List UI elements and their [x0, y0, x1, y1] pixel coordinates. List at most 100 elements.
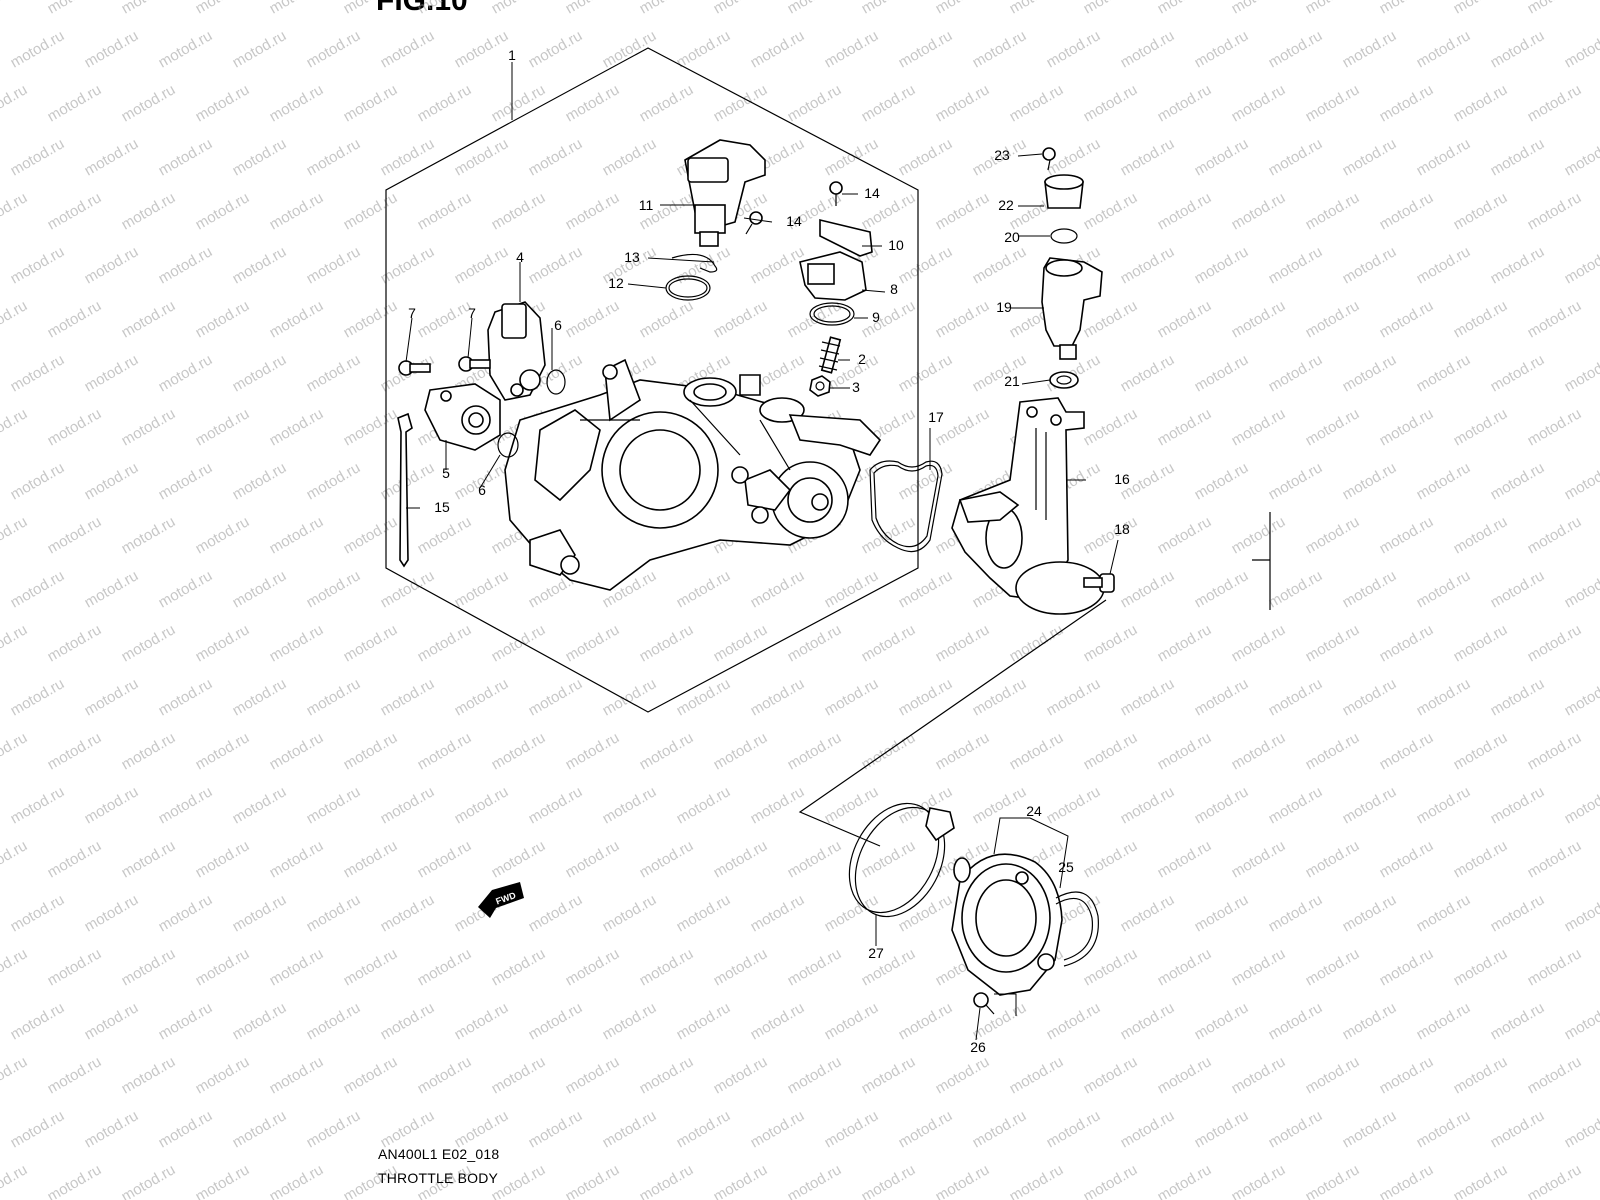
watermark-text: motod.ru — [193, 729, 253, 773]
watermark-text: motod.ru — [859, 81, 919, 125]
watermark-text: motod.ru — [526, 135, 586, 179]
watermark-text: motod.ru — [1229, 837, 1289, 881]
part-27-clamp — [848, 802, 971, 918]
watermark-text: motod.ru — [341, 189, 401, 233]
watermark-text: motod.ru — [526, 999, 586, 1043]
watermark-text: motod.ru — [785, 297, 845, 341]
callout-3: 3 — [852, 379, 860, 395]
watermark-text: motod.ru — [1340, 891, 1400, 935]
watermark-text: motod.ru — [341, 297, 401, 341]
watermark-text: motod.ru — [896, 135, 956, 179]
callout-1: 1 — [508, 47, 516, 63]
part-17-gasket — [869, 460, 943, 553]
watermark-text: motod.ru — [230, 1107, 290, 1151]
watermark-text: motod.ru — [1525, 297, 1585, 341]
watermark-text: motod.ru — [341, 1053, 401, 1097]
part-18-bolt — [1083, 573, 1115, 593]
watermark-text: motod.ru — [82, 351, 142, 395]
callout-2: 2 — [858, 351, 866, 367]
watermark-text: motod.ru — [304, 135, 364, 179]
watermark-text: motod.ru — [785, 81, 845, 125]
watermark-text: motod.ru — [933, 189, 993, 233]
watermark-text: motod.ru — [1525, 729, 1585, 773]
watermark-text: motod.ru — [341, 405, 401, 449]
watermark-text: motod.ru — [822, 27, 882, 71]
watermark-text: motod.ru — [896, 891, 956, 935]
watermark-text: motod.ru — [1118, 135, 1178, 179]
watermark-text: motod.ru — [1155, 297, 1215, 341]
watermark-text: motod.ru — [1340, 459, 1400, 503]
watermark-text: motod.ru — [1488, 999, 1548, 1043]
watermark-text: motod.ru — [8, 27, 68, 71]
watermark-text: motod.ru — [119, 837, 179, 881]
watermark-text: motod.ru — [1044, 783, 1104, 827]
watermark-text: motod.ru — [267, 513, 327, 557]
watermark-text: motod.ru — [1229, 297, 1289, 341]
watermark-text: motod.ru — [1303, 189, 1363, 233]
watermark-text: motod.ru — [1562, 675, 1600, 719]
part-9-o-ring — [809, 302, 855, 326]
watermark-text: motod.ru — [1044, 675, 1104, 719]
watermark-text: motod.ru — [1340, 135, 1400, 179]
watermark-text: motod.ru — [304, 459, 364, 503]
watermark-text: motod.ru — [267, 729, 327, 773]
watermark-text: motod.ru — [933, 729, 993, 773]
watermark-text: motod.ru — [156, 459, 216, 503]
watermark-text: motod.ru — [415, 837, 475, 881]
watermark-text: motod.ru — [452, 243, 512, 287]
watermark-text: motod.ru — [748, 27, 808, 71]
watermark-text: motod.ru — [859, 1053, 919, 1097]
watermark-text: motod.ru — [1081, 81, 1141, 125]
watermark-text: motod.ru — [267, 189, 327, 233]
watermark-text: motod.ru — [1266, 135, 1326, 179]
watermark-text: motod.ru — [1562, 27, 1600, 71]
watermark-text: motod.ru — [489, 1053, 549, 1097]
watermark-text: motod.ru — [8, 243, 68, 287]
watermark-text: motod.ru — [822, 135, 882, 179]
watermark-text: motod.ru — [1451, 837, 1511, 881]
watermark-text: motod.ru — [674, 783, 734, 827]
watermark-text: motod.ru — [8, 675, 68, 719]
diagram-code: AN400L1 E02_018 — [378, 1146, 500, 1162]
watermark-text: motod.ru — [82, 459, 142, 503]
watermark-text: motod.ru — [45, 621, 105, 665]
callout-16: 16 — [1114, 471, 1130, 487]
watermark-text: motod.ru — [1007, 729, 1067, 773]
watermark-text: motod.ru — [8, 783, 68, 827]
watermark-text: motod.ru — [304, 891, 364, 935]
watermark-text: motod.ru — [1340, 27, 1400, 71]
watermark-text: motod.ru — [933, 297, 993, 341]
watermark-text: motod.ru — [156, 675, 216, 719]
watermark-text: motod.ru — [1081, 621, 1141, 665]
watermark-text: motod.ru — [119, 0, 179, 17]
watermark-text: motod.ru — [1155, 837, 1215, 881]
watermark-text: motod.ru — [1525, 945, 1585, 989]
watermark-text: motod.ru — [1155, 945, 1215, 989]
watermark-text: motod.ru — [8, 891, 68, 935]
watermark-text: motod.ru — [119, 405, 179, 449]
watermark-text: motod.ru — [563, 945, 623, 989]
watermark-text: motod.ru — [8, 567, 68, 611]
watermark-text: motod.ru — [267, 81, 327, 125]
watermark-text: motod.ru — [1155, 513, 1215, 557]
part-11-sensor — [660, 139, 766, 247]
part-6-o-ring-b — [497, 432, 519, 458]
watermark-text: motod.ru — [748, 243, 808, 287]
watermark-text: motod.ru — [0, 729, 30, 773]
watermark-text: motod.ru — [563, 1053, 623, 1097]
watermark-text: motod.ru — [637, 729, 697, 773]
watermark-text: motod.ru — [563, 81, 623, 125]
watermark-text: motod.ru — [378, 567, 438, 611]
watermark-text: motod.ru — [600, 783, 660, 827]
watermark-text: motod.ru — [82, 675, 142, 719]
watermark-text: motod.ru — [1414, 459, 1474, 503]
watermark-text: motod.ru — [45, 405, 105, 449]
watermark-text: motod.ru — [415, 81, 475, 125]
callout-27: 27 — [868, 945, 884, 961]
watermark-text: motod.ru — [822, 567, 882, 611]
watermark-text: motod.ru — [1562, 891, 1600, 935]
watermark-text: motod.ru — [489, 0, 549, 17]
watermark-text: motod.ru — [156, 783, 216, 827]
watermark-text: motod.ru — [1303, 405, 1363, 449]
callout-5: 5 — [442, 465, 450, 481]
